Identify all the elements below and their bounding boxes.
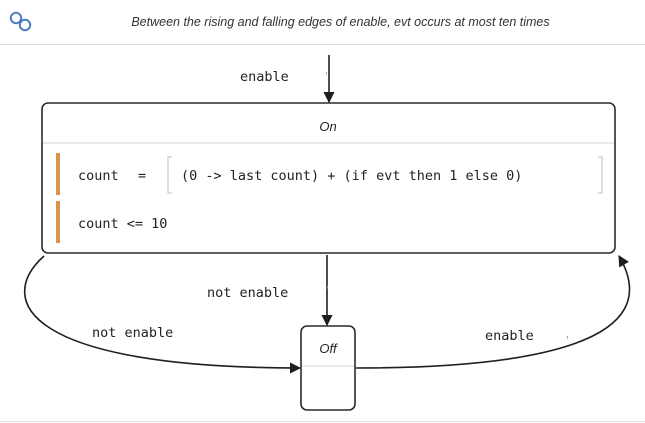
header-bar: Between the rising and falling edges of …	[0, 0, 645, 45]
state-on-box	[41, 102, 616, 254]
equation-rhs[interactable]: (0 -> last count) + (if evt then 1 else …	[181, 168, 522, 184]
bottom-divider	[0, 421, 645, 422]
state-on[interactable]: On count = (0 -> last count) + (if evt t…	[41, 102, 616, 254]
on-to-off-direct-tick: '	[326, 285, 329, 296]
equation-bracket-left	[167, 156, 172, 194]
off-to-on-curved-edge[interactable]	[355, 255, 631, 369]
equation-row[interactable]: count = (0 -> last count) + (if evt then…	[56, 153, 603, 195]
state-on-title: On	[319, 119, 336, 134]
on-to-off-curved-edge[interactable]	[23, 255, 302, 374]
off-to-on-curved-tick: '	[566, 335, 569, 346]
equation-accent-bar	[56, 153, 60, 195]
state-off-box	[300, 325, 356, 411]
on-to-off-curved-label: not enable	[92, 325, 173, 341]
state-off[interactable]: Off	[300, 325, 356, 411]
equation-lhs: count	[78, 168, 119, 184]
property-accent-bar	[56, 201, 60, 243]
initial-transition-label: enable	[240, 69, 289, 85]
state-off-title: Off	[319, 341, 338, 356]
on-to-off-direct-label: not enable	[207, 285, 288, 301]
link-chain-icon[interactable]	[8, 10, 34, 34]
equation-operator: =	[138, 168, 146, 184]
equation-bracket-right	[598, 156, 603, 194]
property-expression: count <= 10	[78, 216, 167, 232]
initial-transition-tick: '	[325, 71, 328, 82]
diagram-title: Between the rising and falling edges of …	[131, 15, 550, 29]
property-row[interactable]: count <= 10	[56, 201, 167, 243]
off-to-on-curved-label: enable	[485, 328, 534, 344]
